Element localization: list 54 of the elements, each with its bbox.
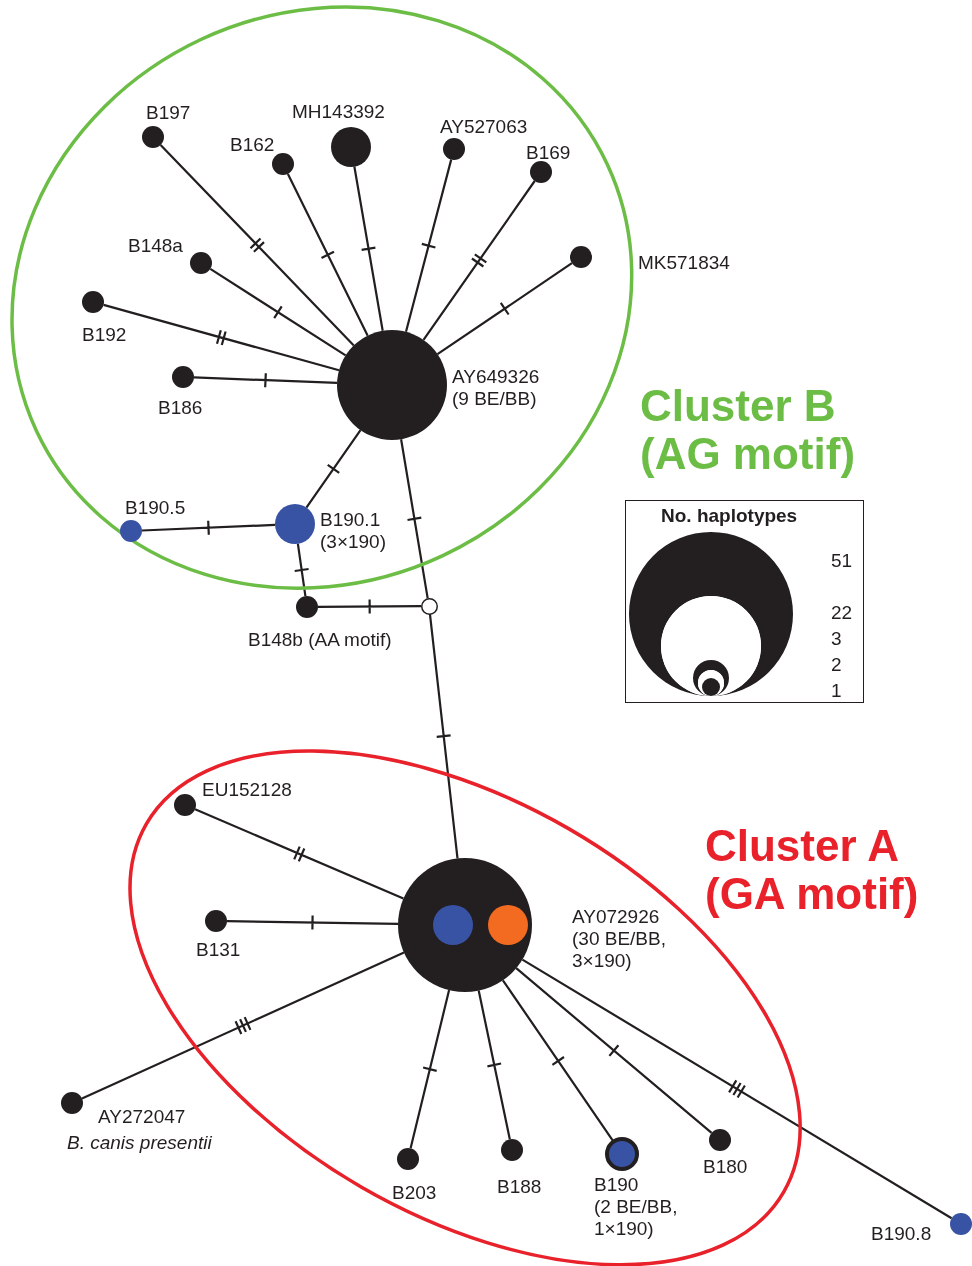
haplotype-label: AY527063: [440, 116, 528, 138]
network-link: [477, 989, 511, 1141]
network-link: [515, 967, 713, 1134]
network-link: [80, 951, 406, 1100]
network-link: [501, 979, 615, 1143]
legend-label: 22: [831, 602, 853, 624]
legend-label: 3: [831, 628, 842, 650]
network-link: [436, 262, 573, 356]
haplotype-label: B180: [703, 1156, 748, 1178]
haplotype-label: B162: [230, 134, 275, 156]
network-link: [159, 143, 355, 347]
haplotype-label: B169: [526, 142, 571, 164]
network-link: [209, 267, 347, 357]
network-link: [409, 989, 451, 1150]
haplotype-label: B148b (AA motif): [248, 629, 392, 651]
legend-label: 1: [831, 680, 842, 702]
haplotype-label: B197: [146, 102, 191, 124]
network-link: [140, 519, 277, 536]
haplotype-label: AY649326 (9 BE/BB): [452, 366, 540, 410]
network-link: [400, 438, 429, 600]
haplotype-label: B192: [82, 324, 127, 346]
network-link: [422, 179, 536, 341]
network-link: [225, 914, 400, 931]
species-name: B. canis presentii: [67, 1132, 212, 1154]
network-link: [521, 958, 953, 1220]
network-link: [428, 612, 459, 860]
haplotype-label: MH143392: [292, 101, 385, 123]
haplotype-label: B188: [497, 1176, 542, 1198]
network-link: [305, 429, 362, 509]
network-link: [293, 542, 310, 598]
network-link: [404, 158, 453, 333]
haplotype-label: B190.1 (3×190): [320, 509, 386, 553]
haplotype-label: B190 (2 BE/BB, 1×190): [594, 1174, 678, 1240]
haplotype-label: MK571834: [638, 252, 730, 274]
cluster-title: Cluster B (AG motif): [640, 382, 856, 478]
haplotype-label: B186: [158, 397, 203, 419]
network-link: [353, 165, 384, 332]
network-link: [192, 372, 339, 389]
haplotype-label: B131: [196, 939, 241, 961]
haplotype-label: B190.8: [871, 1223, 932, 1245]
haplotype-label: AY272047: [98, 1106, 186, 1128]
network-link: [194, 808, 405, 900]
legend-label: 51: [831, 550, 853, 572]
haplotype-label: EU152128: [202, 779, 292, 801]
network-link: [286, 172, 369, 337]
haplotype-label: AY072926 (30 BE/BB, 3×190): [572, 906, 666, 972]
legend-label: 2: [831, 654, 842, 676]
legend-title: No. haplotypes: [661, 505, 798, 527]
haplotype-label: B203: [392, 1182, 437, 1204]
network-link: [316, 598, 423, 615]
haplotype-label: B190.5: [125, 497, 186, 519]
network-link: [102, 303, 341, 372]
cluster-title: Cluster A (GA motif): [705, 822, 919, 918]
haplotype-label: B148a: [128, 235, 183, 257]
